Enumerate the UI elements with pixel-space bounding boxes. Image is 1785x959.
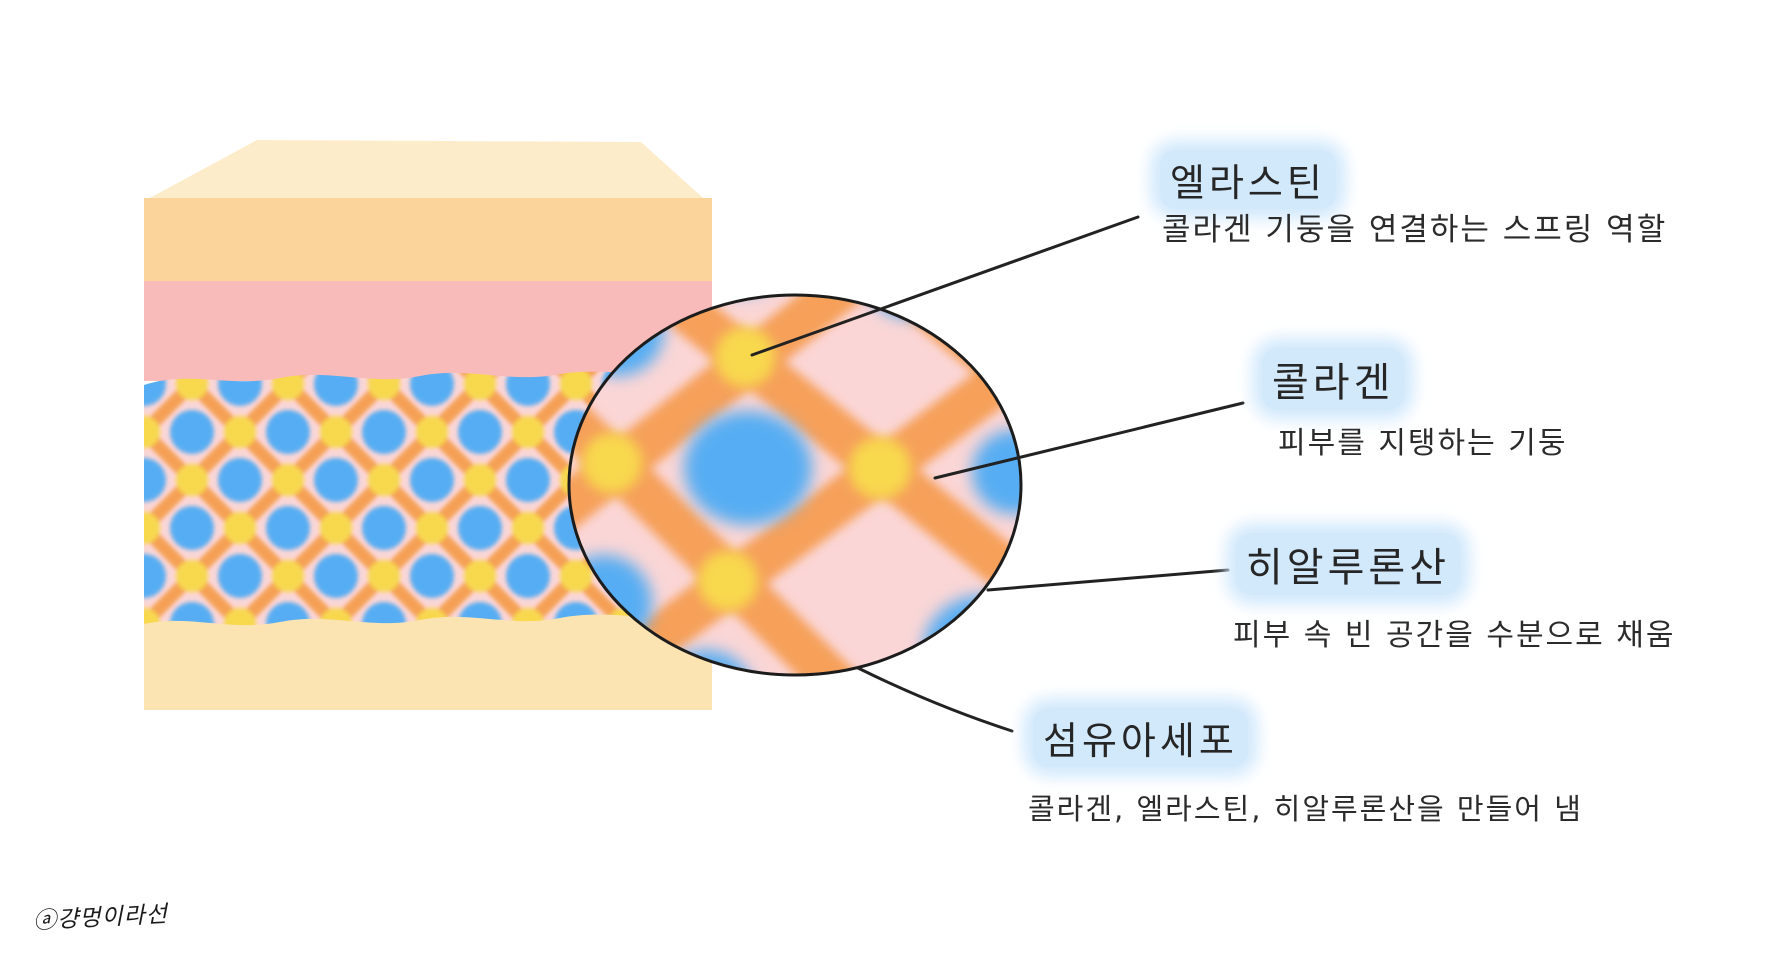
dermis-matrix-layer (144, 371, 712, 626)
fibroblast-callout-line (856, 666, 1014, 733)
elastin-label: 엘라스틴 (1160, 150, 1336, 209)
subcutaneous-layer (144, 610, 712, 710)
artist-signature: ⓐ걍멍이라선 (32, 901, 169, 935)
fibroblast-description: 콜라겐, 엘라스틴, 히알루론산을 만들어 냄 (1028, 792, 1583, 826)
skin-top-face (146, 140, 713, 207)
collagen-description: 피부를 지탱하는 기둥 (1278, 426, 1568, 461)
hyaluronic-callout-line (986, 568, 1230, 592)
elastin-callout-line (750, 215, 1140, 357)
upper-dermis-layer (144, 281, 712, 381)
elastin-description: 콜라겐 기둥을 연결하는 스프링 역할 (1162, 212, 1668, 248)
epidermis-layer (144, 198, 712, 283)
magnifier-outline (567, 293, 1023, 677)
hyaluronic-label: 히알루론산 (1236, 533, 1460, 595)
fibroblast-label: 섬유아세포 (1033, 708, 1248, 767)
hyaluronic-description: 피부 속 빈 공간을 수분으로 채움 (1233, 618, 1676, 653)
skin-block (144, 140, 713, 710)
callout-lines (750, 215, 1245, 733)
collagen-callout-line (933, 401, 1245, 480)
collagen-label: 콜라겐 (1262, 348, 1405, 410)
